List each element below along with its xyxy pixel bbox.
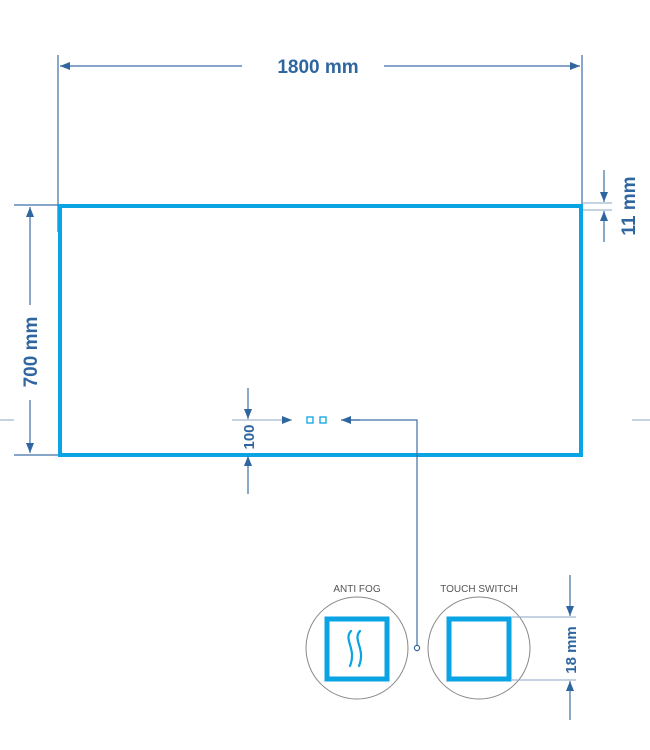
switch-size-label: 18 mm [563,626,580,674]
width-label: 1800 mm [277,57,358,78]
anti-fog-label: ANTI FOG [333,584,380,595]
switch-leader [341,416,421,652]
frame-label: 11 mm [619,176,640,235]
frame-dimension: 11 mm [582,170,640,242]
switch-offset-label: 100 [241,424,258,449]
height-label: 700 mm [21,317,42,388]
touch-switch-marker [319,416,327,424]
touch-switch-label: TOUCH SWITCH [440,584,518,595]
anti-fog-icon [324,616,390,682]
anti-fog-detail: ANTI FOG [305,584,409,700]
mirror-frame [58,204,583,457]
switch-offset-dimension: 100 [232,388,292,494]
width-dimension: 1800 mm [57,55,583,232]
anti-fog-switch-marker [306,416,314,424]
steam-icon [347,629,363,668]
switch-size-dimension: 18 mm [512,575,580,720]
touch-switch-icon [446,616,512,682]
touch-switch-detail: TOUCH SWITCH [427,584,531,700]
height-dimension: 700 mm [14,204,60,456]
